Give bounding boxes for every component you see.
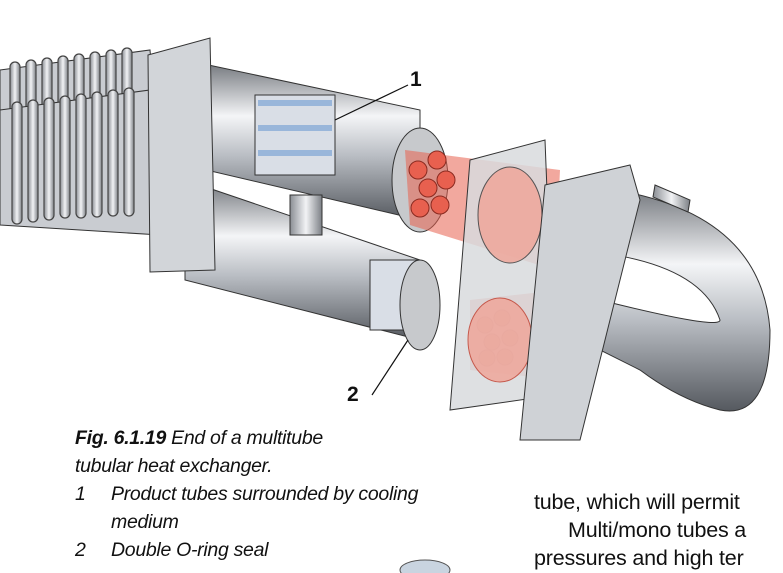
figure-title-2: tubular heat exchanger. xyxy=(75,455,273,477)
caption-item-text-cont: medium xyxy=(111,511,179,533)
callout-2-leader xyxy=(371,339,409,396)
fitting-part xyxy=(399,559,451,573)
shell-lower xyxy=(184,179,441,351)
figure-label: Fig. 6.1.19 xyxy=(75,427,166,449)
body-line: tube, which will permit xyxy=(534,490,740,514)
callout-2: 2 xyxy=(347,383,359,406)
end-plate-left xyxy=(147,37,216,273)
caption-item: 1 Product tubes surrounded by cooling med… xyxy=(75,480,515,536)
callout-1: 1 xyxy=(410,68,422,91)
caption-item-number: 1 xyxy=(75,483,86,505)
body-line: pressures and high ter xyxy=(534,546,744,570)
coiled-tube-lower xyxy=(0,87,161,236)
bend-flange xyxy=(519,164,641,441)
figure-title-1: End of a multitube xyxy=(171,427,323,449)
figure-caption: Fig. 6.1.19 End of a multitube tubular h… xyxy=(75,424,515,564)
callout-1-leader xyxy=(334,84,409,121)
body-text: tube, which will permit Multi/mono tubes… xyxy=(534,488,746,572)
caption-item: 2 Double O-ring seal xyxy=(75,536,515,564)
caption-item-text: Product tubes surrounded by cooling xyxy=(111,483,419,505)
bolt xyxy=(652,184,691,213)
body-line: Multi/mono tubes a xyxy=(568,518,747,542)
caption-item-number: 2 xyxy=(75,539,86,561)
caption-item-text: Double O-ring seal xyxy=(111,539,269,561)
